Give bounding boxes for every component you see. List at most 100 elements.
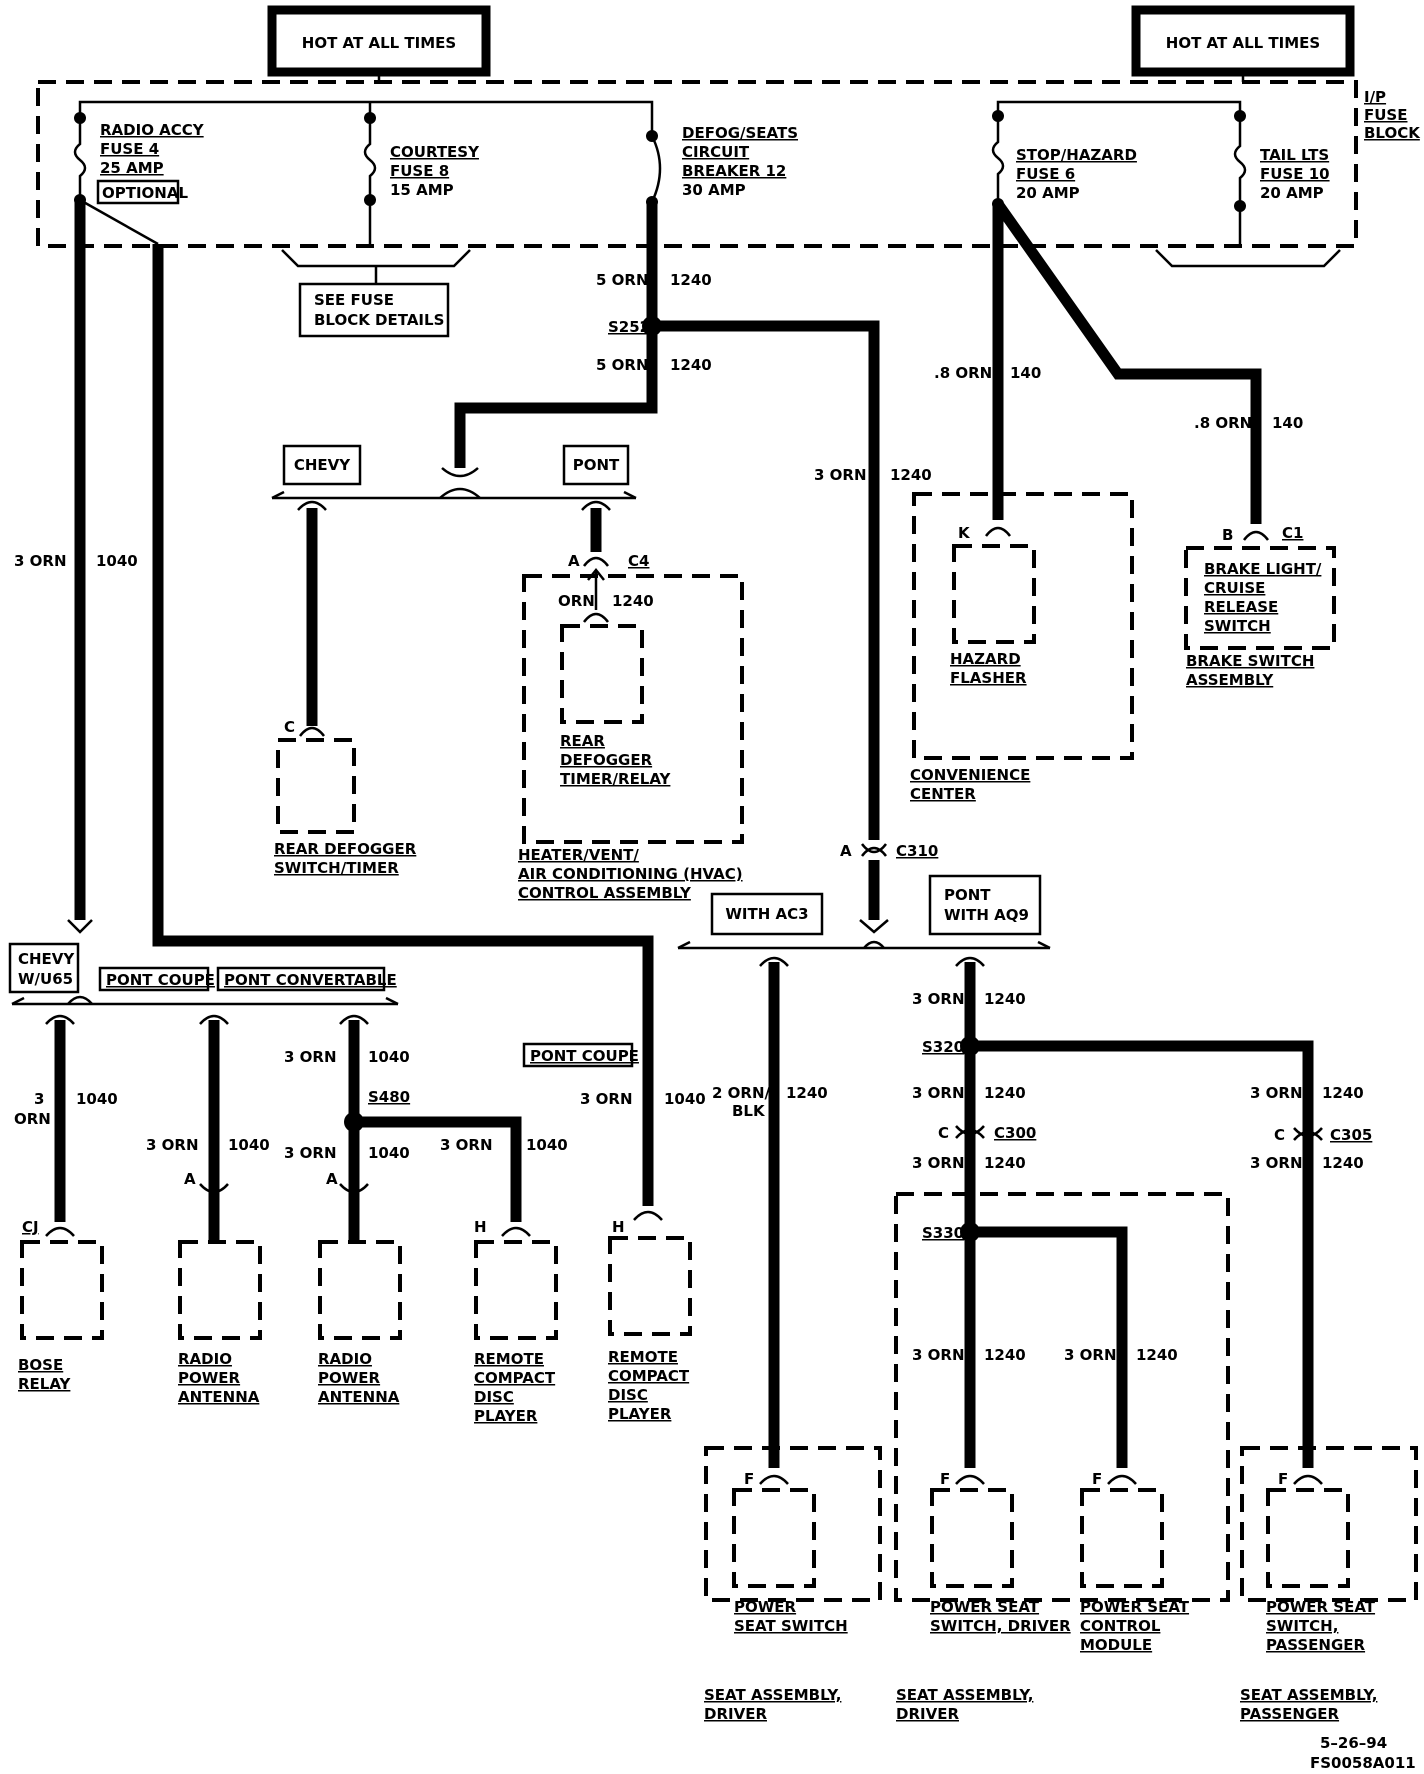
cd1-1: REMOTE bbox=[474, 1350, 544, 1368]
ps-switch-pass-1: POWER SEAT bbox=[1266, 1598, 1376, 1616]
bose-1040: 1040 bbox=[76, 1090, 118, 1108]
ac3-blk: BLK bbox=[732, 1102, 766, 1120]
aq9-1240-b: 1240 bbox=[984, 1084, 1026, 1102]
ac3-2orn: 2 ORN/ bbox=[712, 1084, 771, 1102]
conn-f-mod: F bbox=[1092, 1470, 1102, 1488]
pont-aq9-2: WITH AQ9 bbox=[944, 906, 1029, 924]
antenna1-1: RADIO bbox=[178, 1350, 232, 1368]
aq9-1240-c: 1240 bbox=[984, 1154, 1026, 1172]
pc-1040: 1040 bbox=[664, 1090, 706, 1108]
w-1240-hvac: 1240 bbox=[612, 592, 654, 610]
pont-coupe-label: PONT COUPE bbox=[106, 971, 215, 989]
rear-defog-switch-1: REAR DEFOGGER bbox=[274, 840, 417, 858]
conv-3orn-b: 3 ORN bbox=[284, 1144, 337, 1162]
fuse-block-title-3: BLOCK bbox=[1364, 124, 1421, 142]
conn-c4: C4 bbox=[628, 552, 649, 570]
splice-s320: S320 bbox=[922, 1038, 964, 1056]
footer-date: 5–26–94 bbox=[1320, 1734, 1387, 1752]
bose-orn: ORN bbox=[14, 1110, 51, 1128]
courtesy-fuse-name: COURTESY bbox=[390, 143, 480, 161]
see-fuse-1: SEE FUSE bbox=[314, 291, 394, 309]
conn-h-rc: H bbox=[474, 1218, 487, 1236]
drv-3orn: 3 ORN bbox=[912, 1346, 965, 1364]
splice-s480: S480 bbox=[368, 1088, 410, 1106]
option-with-ac3: WITH AC3 bbox=[710, 892, 824, 936]
seat-pass-2: PASSENGER bbox=[1240, 1705, 1340, 1723]
hot-label-right: HOT AT ALL TIMES bbox=[1166, 34, 1320, 52]
conn-c4-a: A bbox=[568, 552, 580, 570]
ps-module-1: POWER SEAT bbox=[1080, 1598, 1190, 1616]
radio-fuse-number: FUSE 4 bbox=[100, 140, 159, 158]
ps-module-3: MODULE bbox=[1080, 1636, 1152, 1654]
conn-c310-a: A bbox=[840, 842, 852, 860]
conn-cj: CJ bbox=[22, 1218, 39, 1236]
convenience-1: CONVENIENCE bbox=[910, 766, 1030, 784]
ac3-1240: 1240 bbox=[786, 1084, 828, 1102]
w-5orn-b: 5 ORN bbox=[596, 356, 649, 374]
option-chevy-u65: CHEVY W/U65 bbox=[8, 942, 80, 994]
antenna1-2: POWER bbox=[178, 1369, 241, 1387]
radio-fuse-name: RADIO ACCY bbox=[100, 121, 205, 139]
hot-box-right: HOT AT ALL TIMES bbox=[1131, 5, 1355, 77]
courtesy-fuse-number: FUSE 8 bbox=[390, 162, 449, 180]
rear-defog-relay-1: REAR bbox=[560, 732, 605, 750]
fuse-block-title-1: I/P bbox=[1364, 88, 1386, 106]
hazard-1: HAZARD bbox=[950, 650, 1021, 668]
conn-f-ps: F bbox=[744, 1470, 754, 1488]
cd1-2: COMPACT bbox=[474, 1369, 556, 1387]
rear-defog-switch-2: SWITCH/TIMER bbox=[274, 859, 399, 877]
with-ac3-label: WITH AC3 bbox=[725, 905, 808, 923]
coupe-1040: 1040 bbox=[228, 1136, 270, 1154]
splice-s252: S252 bbox=[608, 318, 650, 336]
aq9-1240-a: 1240 bbox=[984, 990, 1026, 1008]
option-pont: PONT bbox=[562, 444, 630, 486]
conv-1040-a: 1040 bbox=[368, 1048, 410, 1066]
pont-convertable-label: PONT CONVERTABLE bbox=[224, 971, 397, 989]
footer-code: FS0058A011 bbox=[1310, 1754, 1416, 1772]
see-fuse-details: SEE FUSE BLOCK DETAILS bbox=[298, 282, 450, 338]
w-08orn-b: .8 ORN bbox=[1194, 414, 1252, 432]
stop-fuse-amp: 20 AMP bbox=[1016, 184, 1080, 202]
w-3orn-main: 3 ORN bbox=[14, 552, 67, 570]
hot-label-left: HOT AT ALL TIMES bbox=[302, 34, 456, 52]
conn-f-pas: F bbox=[1278, 1470, 1288, 1488]
conn-f-drv: F bbox=[940, 1470, 950, 1488]
w-1040-main: 1040 bbox=[96, 552, 138, 570]
w-140-a: 140 bbox=[1010, 364, 1041, 382]
seat-driver-2-b: DRIVER bbox=[896, 1705, 959, 1723]
brake-assembly-2: ASSEMBLY bbox=[1186, 671, 1274, 689]
pont-coupe-2-label: PONT COUPE bbox=[530, 1047, 639, 1065]
pas-1240-a: 1240 bbox=[1322, 1084, 1364, 1102]
tail-fuse-amp: 20 AMP bbox=[1260, 184, 1324, 202]
aq9-3orn-b: 3 ORN bbox=[912, 1084, 965, 1102]
mod-1240: 1240 bbox=[1136, 1346, 1178, 1364]
pont-label: PONT bbox=[573, 456, 620, 474]
radio-fuse-amp: 25 AMP bbox=[100, 159, 164, 177]
pont-aq9-1: PONT bbox=[944, 886, 991, 904]
cd1-3: DISC bbox=[474, 1388, 514, 1406]
option-chevy: CHEVY bbox=[282, 444, 362, 486]
bose-2: RELAY bbox=[18, 1375, 72, 1393]
conn-c300: C300 bbox=[994, 1124, 1036, 1142]
chevy-label: CHEVY bbox=[294, 456, 351, 474]
conn-c305-c: C bbox=[1274, 1126, 1285, 1144]
rc-3orn: 3 ORN bbox=[440, 1136, 493, 1154]
w-140-b: 140 bbox=[1272, 414, 1303, 432]
w-3orn-right: 3 ORN bbox=[814, 466, 867, 484]
option-pont-convertable: PONT CONVERTABLE bbox=[216, 966, 397, 992]
aq9-3orn-a: 3 ORN bbox=[912, 990, 965, 1008]
w-1240-b: 1240 bbox=[670, 356, 712, 374]
radio-fuse-optional: OPTIONAL bbox=[102, 184, 188, 202]
conn-k: K bbox=[958, 524, 971, 542]
w-1240-right: 1240 bbox=[890, 466, 932, 484]
antenna2-1: RADIO bbox=[318, 1350, 372, 1368]
bose-1: BOSE bbox=[18, 1356, 63, 1374]
defog-breaker-name: DEFOG/SEATS bbox=[682, 124, 798, 142]
brake-light-1: BRAKE LIGHT/ bbox=[1204, 560, 1322, 578]
power-seat-switch-1: POWER bbox=[734, 1598, 797, 1616]
conv-1040-b: 1040 bbox=[368, 1144, 410, 1162]
ps-switch-pass-3: PASSENGER bbox=[1266, 1636, 1366, 1654]
option-pont-coupe: PONT COUPE bbox=[98, 966, 215, 992]
conn-a-conv: A bbox=[326, 1170, 338, 1188]
